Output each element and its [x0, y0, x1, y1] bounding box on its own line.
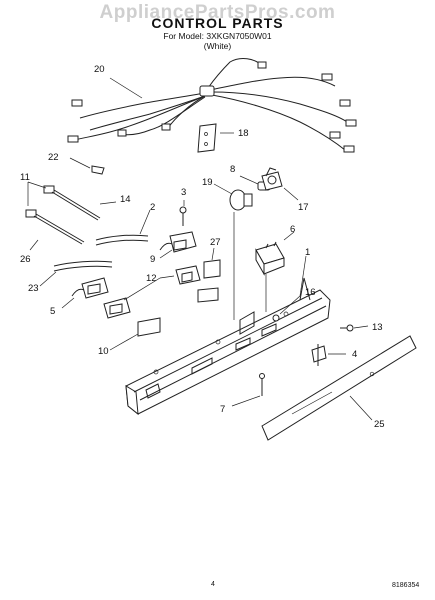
harness-connector: [71, 99, 83, 107]
leader-line-23: [39, 271, 57, 287]
harness-clip: [199, 85, 215, 97]
leader-line-14: [99, 201, 117, 205]
part-14-sensor-tube[interactable]: [43, 185, 117, 221]
part-6-thermostat[interactable]: [255, 231, 295, 312]
leader-line-22: [69, 157, 91, 169]
part-19-light-bulb[interactable]: [213, 183, 253, 320]
part-20-wire-harness[interactable]: [67, 58, 357, 153]
callout-13: 13: [372, 322, 383, 333]
callout-10: 10: [98, 346, 109, 357]
callout-1: 1: [305, 247, 310, 258]
leader-line-17: [283, 187, 299, 201]
callout-19: 19: [202, 177, 213, 188]
part-12-switch[interactable]: [103, 265, 201, 319]
part-3-screw[interactable]: [179, 200, 187, 226]
callout-22: 22: [48, 152, 59, 163]
part-1-control-housing[interactable]: [125, 255, 331, 416]
leader-line-11: [27, 181, 47, 206]
color-line: (White): [203, 41, 232, 51]
callout-12: 12: [146, 273, 157, 284]
leader-line-16: [279, 295, 301, 315]
callout-7: 7: [220, 404, 225, 415]
harness-connector: [257, 61, 267, 69]
callout-4: 4: [352, 349, 357, 360]
callout-14: 14: [120, 194, 131, 205]
part-2-tubing[interactable]: [95, 209, 151, 246]
part-16-screw[interactable]: [272, 295, 301, 322]
callout-27: 27: [210, 237, 221, 248]
callout-5: 5: [50, 306, 55, 317]
callout-18: 18: [238, 128, 249, 139]
leader-line-25: [349, 395, 373, 421]
leader-line-6: [283, 231, 295, 241]
harness-connector: [321, 73, 333, 81]
part-9-switch[interactable]: [159, 231, 197, 259]
leader-line-20: [109, 77, 143, 99]
callout-23: 23: [28, 283, 39, 294]
page-number: 4: [211, 581, 215, 588]
part-22-clip[interactable]: [69, 157, 105, 175]
part-23-tubing[interactable]: [39, 260, 113, 287]
callout-9: 9: [150, 254, 155, 265]
harness-connector: [339, 99, 351, 107]
harness-connector: [67, 135, 79, 143]
document-number: 8186354: [392, 582, 420, 589]
leader-line-12: [123, 275, 175, 301]
leader-line-9: [159, 249, 173, 259]
leader-line-10: [109, 333, 139, 351]
part-26-sensor-tube[interactable]: [25, 209, 85, 251]
callout-6: 6: [290, 224, 295, 235]
harness-connector: [329, 131, 341, 139]
harness-connector: [161, 123, 171, 131]
part-13-screw[interactable]: [340, 324, 369, 332]
part-17-lamp-socket[interactable]: [261, 167, 299, 201]
part-25-trim-panel[interactable]: [261, 335, 417, 441]
part-4-clip[interactable]: [311, 344, 346, 366]
callout-8: 8: [230, 164, 235, 175]
harness-connector: [117, 129, 127, 137]
part-27-label[interactable]: [197, 247, 221, 303]
callout-11: 11: [20, 172, 30, 183]
watermark: AppliancePartsPros.com: [99, 2, 336, 23]
leader-line-13: [353, 325, 369, 329]
callout-26: 26: [20, 254, 31, 265]
leader-line-7: [231, 395, 261, 407]
callout-20: 20: [94, 64, 105, 75]
leader-line-26: [29, 239, 39, 251]
callout-25: 25: [374, 419, 385, 430]
leader-line-5: [61, 297, 75, 309]
model-line: For Model: 3XKGN7050W01: [163, 31, 272, 41]
leader-line-8: [239, 175, 259, 185]
leader-line-19: [213, 183, 233, 195]
part-7-screw[interactable]: [231, 373, 265, 407]
page-title: CONTROL PARTS: [151, 15, 284, 31]
part-18-bracket[interactable]: [197, 123, 234, 153]
callout-17: 17: [298, 202, 309, 213]
callout-2: 2: [150, 202, 155, 213]
part-5-switch[interactable]: [61, 277, 109, 309]
part-10-insulation[interactable]: [109, 317, 161, 351]
callout-16: 16: [305, 287, 316, 298]
leader-line-27: [211, 247, 215, 261]
leader-line-1: [299, 255, 307, 297]
callout-3: 3: [181, 187, 186, 198]
harness-connector: [343, 145, 355, 153]
leader-line-2: [139, 209, 151, 235]
harness-connector: [345, 119, 357, 127]
